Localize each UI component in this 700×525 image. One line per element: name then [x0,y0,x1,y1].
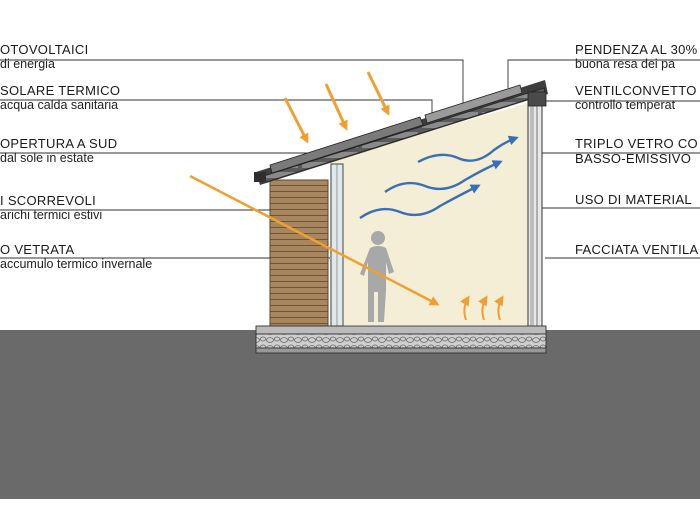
sun-ray-3 [366,71,390,116]
label-pendenza: PENDENZA AL 30% buona resa dei pa [575,42,698,72]
label-scorrevoli: I SCORREVOLI arichi termici estivi [0,193,102,223]
ground [0,330,700,499]
label-copertura: OPERTURA A SUD dal sole in estate [0,136,117,166]
roof [254,80,548,185]
label-scorrevoli-title: I SCORREVOLI [0,193,97,208]
label-solare-termico: SOLARE TERMICO acqua calda sanitaria [0,83,120,113]
label-ventilconvettore-sub: controllo temperat [575,98,676,112]
label-ventilconvettore: VENTILCONVETTO controllo temperat [575,83,697,113]
label-fotovoltaici: OTOVOLTAICI di energia [0,42,89,72]
leader-pendenza [507,59,700,88]
label-triplo-vetro-sub: BASSO-EMISSIVO [575,151,692,166]
page-margin [0,499,700,525]
winter-sun-ray [189,174,440,306]
label-fotovoltaici-sub: di energia [0,57,55,71]
label-solare-termico-title: SOLARE TERMICO [0,83,121,98]
leader-fotovoltaici [0,59,464,120]
label-pendenza-sub: buona resa dei pa [575,57,676,71]
label-vetrata-sub: accumulo termico invernale [0,257,153,271]
sliding-wood-screens [269,179,329,327]
air-flow-arrows [359,135,519,219]
south-glazing [330,163,344,327]
sun-rays [189,71,440,306]
sun-ray-1 [283,97,309,144]
label-copertura-sub: dal sole in estate [0,151,94,165]
sun-ray-2 [324,83,348,131]
label-facciata-title: FACCIATA VENTILA [575,242,699,257]
warm-air-arrows [460,295,504,321]
leader-solare-termico [0,99,433,113]
label-solare-termico-sub: acqua calda sanitaria [0,98,119,112]
pv-panels [269,116,424,174]
label-facciata: FACCIATA VENTILA [575,242,699,257]
north-wall [527,99,543,329]
leader-lines-right [507,59,700,259]
solar-thermal-panels [424,84,523,124]
label-triplo-vetro: TRIPLO VETRO CO BASSO-EMISSIVO [575,136,698,166]
label-copertura-title: OPERTURA A SUD [0,136,118,151]
floor-foundation [255,325,547,354]
label-pendenza-title: PENDENZA AL 30% [575,42,698,57]
label-triplo-vetro-title: TRIPLO VETRO CO [575,136,698,151]
label-vetrata: O VETRATA accumulo termico invernale [0,242,152,272]
label-scorrevoli-sub: arichi termici estivi [0,208,103,222]
label-vetrata-title: O VETRATA [0,242,75,257]
label-materiali: USO DI MATERIAL [575,192,692,207]
label-materiali-title: USO DI MATERIAL [575,192,692,207]
label-ventilconvettore-title: VENTILCONVETTO [575,83,697,98]
label-fotovoltaici-title: OTOVOLTAICI [0,42,89,57]
person-silhouette [360,231,394,322]
